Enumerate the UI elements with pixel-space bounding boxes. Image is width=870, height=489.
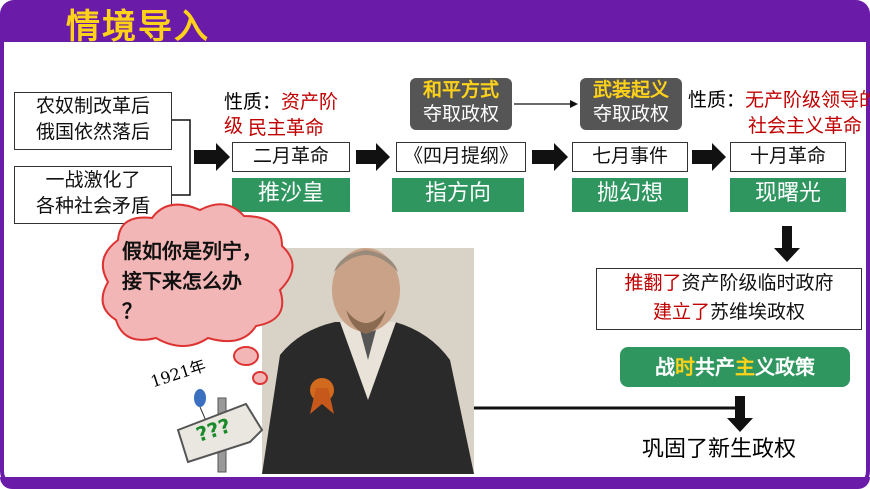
meaning-4: 现曙光	[730, 178, 846, 212]
footer-bar	[0, 477, 870, 489]
arrow-1	[194, 143, 230, 171]
consolidate-text: 巩固了新生政权	[642, 437, 797, 462]
nature-left: 性质：资产阶级	[224, 91, 339, 137]
arrow-4	[692, 143, 726, 171]
sign-post	[176, 389, 264, 473]
event-october: 十月革命	[730, 142, 846, 172]
arrow-2	[356, 143, 390, 171]
slide-title: 情境导入	[66, 7, 210, 47]
down-arrow-1	[774, 226, 800, 262]
event-april-theses: 《四月提纲》	[396, 142, 526, 172]
result-box: 推翻了资产阶级临时政府 建立了苏维埃政权	[596, 268, 862, 330]
meaning-3: 抛幻想	[572, 178, 688, 212]
arrow-3	[532, 143, 568, 171]
bubble-text: 假如你是列宁， 接下来怎么办 ？	[122, 239, 262, 323]
lenin-portrait	[262, 248, 474, 474]
event-february: 二月革命	[232, 142, 350, 172]
thin-arrow-head	[570, 100, 578, 108]
meaning-2: 指方向	[392, 178, 524, 212]
nature-right: 性质：无产阶级领导的	[688, 89, 870, 111]
down-arrow-2	[727, 396, 753, 432]
meaning-1: 推沙皇	[232, 178, 350, 212]
nature-right-line2: 社会主义革命	[748, 115, 863, 137]
cause-box-1: 农奴制改革后 俄国依然落后	[14, 92, 172, 150]
nature-left-line2: 民主革命	[248, 117, 325, 139]
cause-box-2: 一战激化了 各种社会矛盾	[14, 166, 172, 224]
bracket-line	[172, 119, 191, 196]
thought-bubble	[101, 203, 294, 385]
header-bar	[0, 0, 870, 42]
event-july: 七月事件	[572, 142, 688, 172]
peaceful-box: 和平方式夺取政权	[410, 78, 512, 130]
war-communism-box: 战时共产主义政策	[620, 347, 850, 387]
armed-box: 武装起义夺取政权	[580, 78, 682, 130]
